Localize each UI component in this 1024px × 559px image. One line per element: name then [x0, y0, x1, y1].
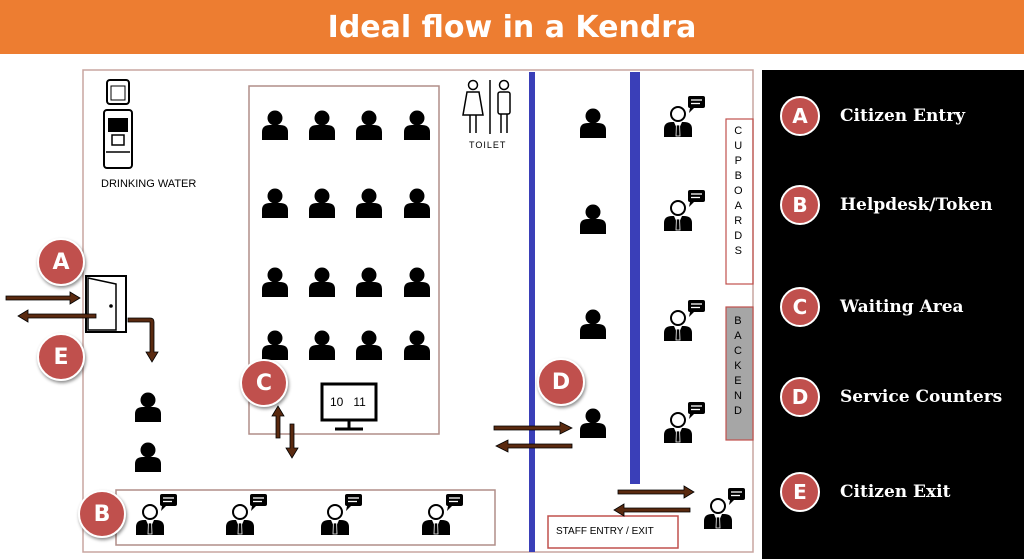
legend-label: Citizen Exit	[840, 482, 951, 502]
vertical-letter: N	[734, 390, 742, 402]
person-icon	[404, 110, 430, 140]
staff-entry-label: STAFF ENTRY / EXIT	[556, 526, 654, 537]
vertical-letter: S	[734, 245, 742, 257]
vertical-letter: D	[734, 405, 742, 417]
staff-with-speech-bubble-icon	[703, 487, 746, 530]
staff-with-speech-bubble-icon	[663, 189, 706, 232]
staff-with-speech-bubble-icon	[320, 493, 363, 536]
person-icon	[580, 309, 606, 339]
backend-box	[725, 306, 754, 441]
door-icon	[85, 275, 127, 333]
badge-e: E	[37, 333, 85, 381]
divider-right	[630, 72, 640, 484]
legend-letter: E	[780, 472, 820, 512]
person-icon	[404, 267, 430, 297]
legend-panel: A Citizen Entry B Helpdesk/Token C Waiti…	[762, 70, 1024, 559]
arrow-icon	[5, 291, 695, 517]
drinking-water-label: DRINKING WATER	[101, 178, 197, 190]
vertical-letter: A	[734, 200, 742, 212]
person-icon	[309, 330, 335, 360]
badge-a: A	[37, 238, 85, 286]
person-icon	[580, 408, 606, 438]
legend-item-service-counters: D Service Counters	[780, 375, 1002, 419]
badge-b: B	[78, 490, 126, 538]
person-icon	[580, 204, 606, 234]
vertical-letter: C	[734, 125, 743, 137]
legend-letter: C	[780, 287, 820, 327]
vertical-letter: E	[734, 375, 742, 387]
title-bar: Ideal flow in a Kendra	[0, 0, 1024, 54]
vertical-letter: U	[734, 140, 743, 152]
person-icon	[356, 110, 382, 140]
building-outline	[82, 69, 754, 553]
page-title: Ideal flow in a Kendra	[327, 9, 697, 45]
toilet-icon	[462, 79, 511, 134]
staff-with-speech-bubble-icon	[135, 493, 178, 536]
legend-letter: A	[780, 96, 820, 136]
staff-with-speech-bubble-icon	[663, 299, 706, 342]
staff-with-speech-bubble-icon	[663, 95, 706, 138]
person-icon	[580, 108, 606, 138]
vertical-letter: P	[734, 155, 742, 167]
staff-with-speech-bubble-icon	[421, 493, 464, 536]
water-dispenser-icon	[103, 79, 133, 169]
vertical-letter: K	[734, 360, 742, 372]
person-icon	[404, 330, 430, 360]
legend-item-citizen-exit: E Citizen Exit	[780, 470, 950, 514]
person-icon	[135, 392, 161, 422]
person-icon	[135, 442, 161, 472]
vertical-letter: O	[734, 185, 743, 197]
person-icon	[356, 267, 382, 297]
person-icon	[262, 110, 288, 140]
legend-label: Service Counters	[840, 387, 1003, 407]
monitor-icon	[320, 382, 378, 431]
legend-item-waiting-area: C Waiting Area	[780, 285, 964, 329]
legend-label: Waiting Area	[840, 297, 964, 317]
vertical-letter: B	[734, 170, 742, 182]
person-icon	[262, 188, 288, 218]
staff-with-speech-bubble-icon	[225, 493, 268, 536]
person-icon	[309, 267, 335, 297]
badge-d: D	[537, 358, 585, 406]
vertical-letter: R	[734, 215, 743, 227]
person-icon	[356, 188, 382, 218]
legend-item-helpdesk-token: B Helpdesk/Token	[780, 183, 992, 227]
badge-c: C	[240, 359, 288, 407]
vertical-letter: D	[734, 230, 743, 242]
vertical-letter: B	[734, 315, 742, 327]
waiting-people	[262, 110, 430, 360]
legend-letter: D	[780, 377, 820, 417]
person-icon	[356, 330, 382, 360]
person-icon	[309, 110, 335, 140]
waiting-area-room	[248, 85, 440, 435]
person-icon	[309, 188, 335, 218]
staff-entry-box	[547, 515, 679, 549]
person-icon	[262, 267, 288, 297]
divider-left	[529, 72, 535, 552]
vertical-letter: C	[734, 345, 742, 357]
legend-item-citizen-entry: A Citizen Entry	[780, 94, 965, 138]
vertical-letter: A	[734, 330, 742, 342]
cupboards-box	[725, 118, 754, 285]
toilet-label: TOILET	[469, 140, 507, 150]
person-icon	[262, 330, 288, 360]
person-icon	[404, 188, 430, 218]
token-display-label: 10 11	[330, 395, 366, 409]
legend-label: Helpdesk/Token	[840, 195, 993, 215]
legend-label: Citizen Entry	[840, 106, 966, 126]
staff-with-speech-bubble-icon	[663, 401, 706, 444]
legend-letter: B	[780, 185, 820, 225]
